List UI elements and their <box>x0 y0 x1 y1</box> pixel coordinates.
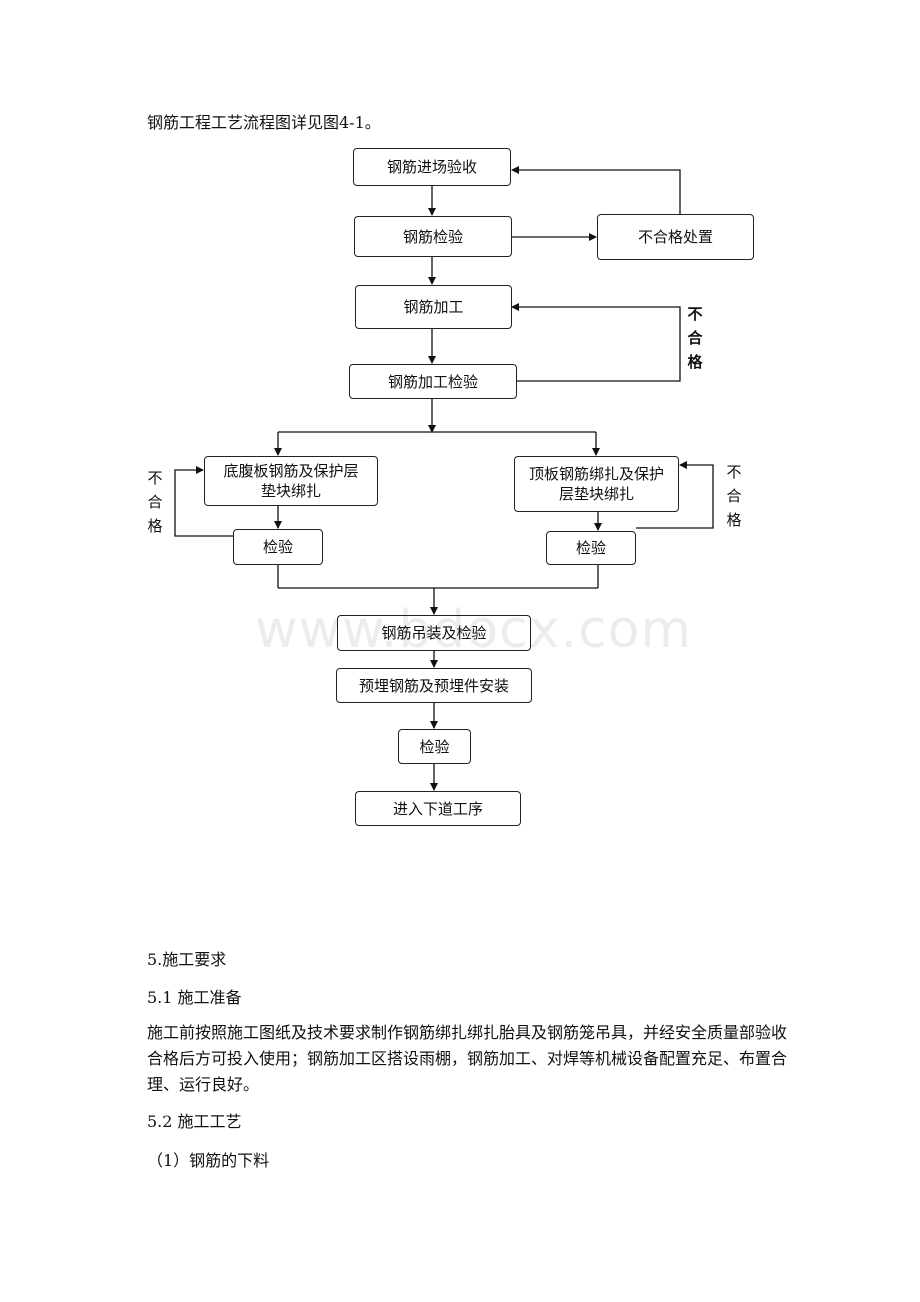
section-5-heading: 5.施工要求 <box>147 950 227 969</box>
label-unqualified-process: 不 合 格 <box>687 305 703 371</box>
node-check-right: 检验 <box>546 531 636 565</box>
node-embed-install: 预埋钢筋及预埋件安装 <box>336 668 532 703</box>
node-lift-inspect: 钢筋吊装及检验 <box>337 615 531 651</box>
node-next-process: 进入下道工序 <box>355 791 521 826</box>
node-process-inspect: 钢筋加工检验 <box>349 364 517 399</box>
section-5-1-heading: 5.1 施工准备 <box>147 988 242 1007</box>
intro-text: 钢筋工程工艺流程图详见图4-1。 <box>147 113 381 132</box>
section-5-2-1-heading: （1）钢筋的下料 <box>147 1151 270 1170</box>
label-unqualified-right: 不 合 格 <box>726 463 742 529</box>
node-inspect: 钢筋检验 <box>354 216 512 257</box>
label-unqualified-left: 不 合 格 <box>147 469 163 535</box>
node-process: 钢筋加工 <box>355 285 512 329</box>
node-reject-handle: 不合格处置 <box>597 214 754 260</box>
section-5-2-heading: 5.2 施工工艺 <box>147 1112 242 1131</box>
section-5-1-body: 施工前按照施工图纸及技术要求制作钢筋绑扎绑扎胎具及钢筋笼吊具，并经安全质量部验收… <box>147 1023 788 1094</box>
node-top-slab: 顶板钢筋绑扎及保护层垫块绑扎 <box>514 456 679 512</box>
node-final-check: 检验 <box>398 729 471 764</box>
node-bottom-web: 底腹板钢筋及保护层垫块绑扎 <box>204 456 378 506</box>
node-check-left: 检验 <box>233 529 323 565</box>
watermark: www.bdocx.com <box>255 600 693 660</box>
node-receive: 钢筋进场验收 <box>353 148 511 186</box>
